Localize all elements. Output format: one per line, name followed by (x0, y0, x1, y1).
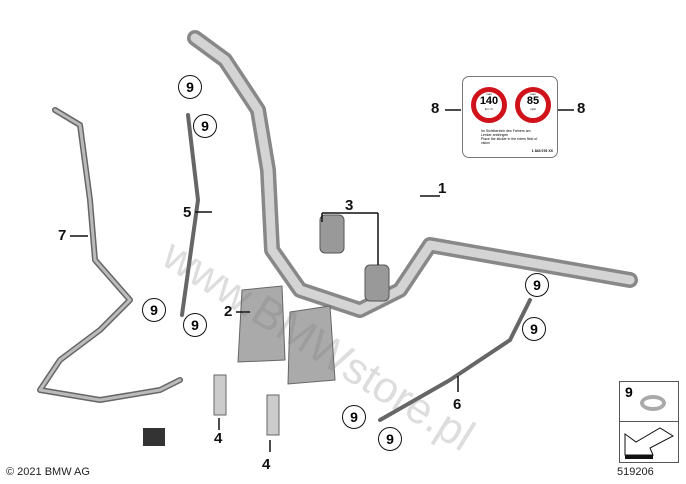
callout-1: 1 (438, 180, 447, 197)
sign-value: 85 (526, 95, 540, 107)
legend-label: 9 (625, 384, 633, 400)
callout-9: 9 (378, 427, 402, 451)
sign-top: max (486, 92, 492, 96)
callout-8: 8 (431, 100, 440, 117)
sticker-part-number: 1 843 076 XX (531, 149, 553, 153)
sign-unit: km / h (484, 107, 494, 111)
legend-box: 9 (619, 381, 679, 463)
cable-5 (180, 113, 200, 317)
washer-icon (640, 395, 666, 411)
risers-2 (237, 285, 336, 385)
sticker-text: Im Sichtbereich des Fahrers am Lenker an… (481, 129, 541, 145)
arrow-icon (624, 427, 675, 459)
callout-4: 4 (214, 430, 223, 447)
callout-7: 7 (58, 227, 67, 244)
callout-2: 2 (224, 303, 233, 320)
callout-9: 9 (342, 405, 366, 429)
connector (143, 428, 165, 446)
legend-washer: 9 (620, 382, 678, 422)
sticker-text-en: Place the sticker in the riders field of… (481, 137, 538, 145)
callout-4: 4 (262, 456, 271, 473)
callout-9: 9 (522, 317, 546, 341)
callout-9: 9 (178, 75, 202, 99)
callout-9: 9 (142, 298, 166, 322)
callout-3: 3 (345, 197, 354, 214)
sign-top: max (530, 92, 536, 96)
callout-8: 8 (577, 100, 586, 117)
wiring-harness-7 (37, 107, 183, 403)
sign-value: 140 (479, 95, 499, 107)
diagram-id: 519206 (617, 466, 654, 478)
copyright: © 2021 BMW AG (6, 466, 90, 478)
callout-9: 9 (525, 273, 549, 297)
clamps-3 (319, 214, 390, 302)
bolts-4 (213, 374, 280, 436)
callout-6: 6 (453, 396, 462, 413)
sign-unit: mph (530, 107, 536, 111)
callout-9: 9 (183, 313, 207, 337)
cable-6 (378, 298, 532, 422)
sticker-text-de: Im Sichtbereich des Fahrers am Lenker an… (481, 129, 531, 137)
callout-5: 5 (183, 204, 192, 221)
callout-9: 9 (193, 114, 217, 138)
